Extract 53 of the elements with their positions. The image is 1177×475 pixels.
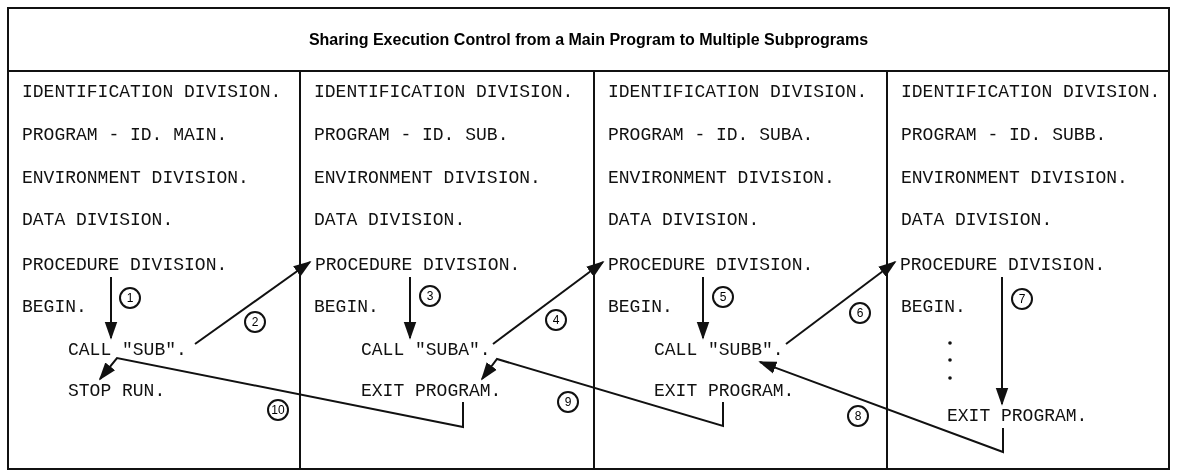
code-line: PROGRAM - ID. SUB.	[314, 125, 509, 145]
step-number: 4	[545, 309, 567, 331]
arrow	[758, 361, 1004, 454]
code-line: IDENTIFICATION DIVISION.	[608, 82, 868, 102]
title: Sharing Execution Control from a Main Program to Multiple Subprograms	[7, 7, 1170, 72]
arrow	[194, 260, 312, 345]
code-line: PROCEDURE DIVISION.	[22, 255, 228, 275]
arrow	[104, 276, 118, 340]
code-line: IDENTIFICATION DIVISION.	[22, 82, 282, 102]
arrow	[696, 276, 710, 340]
arrow	[492, 260, 605, 345]
code-line: DATA DIVISION.	[608, 210, 760, 230]
code-line: IDENTIFICATION DIVISION.	[901, 82, 1161, 102]
code-line: DATA DIVISION.	[314, 210, 466, 230]
arrow	[995, 276, 1009, 406]
arrow	[403, 276, 417, 340]
code-line: STOP RUN.	[68, 381, 166, 401]
code-line: PROGRAM - ID. SUBB.	[901, 125, 1107, 145]
step-number: 5	[712, 286, 734, 308]
step-number: 2	[244, 311, 266, 333]
code-line: ENVIRONMENT DIVISION.	[901, 168, 1128, 188]
arrow	[480, 357, 724, 428]
arrow	[98, 356, 464, 429]
code-line: CALL "SUBB".	[654, 340, 784, 360]
code-line: BEGIN.	[22, 297, 87, 317]
code-line: ENVIRONMENT DIVISION.	[314, 168, 541, 188]
code-line: BEGIN.	[901, 297, 966, 317]
code-line: EXIT PROGRAM.	[654, 381, 795, 401]
step-number: 10	[267, 399, 289, 421]
code-line: DATA DIVISION.	[901, 210, 1053, 230]
code-line: PROGRAM - ID. MAIN.	[22, 125, 228, 145]
code-line: IDENTIFICATION DIVISION.	[314, 82, 574, 102]
code-line: ENVIRONMENT DIVISION.	[22, 168, 249, 188]
code-line: PROGRAM - ID. SUBA.	[608, 125, 814, 145]
code-line: BEGIN.	[608, 297, 673, 317]
code-line: PROCEDURE DIVISION.	[315, 255, 521, 275]
code-line: CALL "SUB".	[68, 340, 187, 360]
code-line: PROCEDURE DIVISION.	[608, 255, 814, 275]
code-line: CALL "SUBA".	[361, 340, 491, 360]
step-number: 3	[419, 285, 441, 307]
code-line: BEGIN.	[314, 297, 379, 317]
code-line: EXIT PROGRAM.	[947, 406, 1088, 426]
code-line: DATA DIVISION.	[22, 210, 174, 230]
step-number: 8	[847, 405, 869, 427]
step-number: 6	[849, 302, 871, 324]
code-line: ENVIRONMENT DIVISION.	[608, 168, 835, 188]
step-number: 7	[1011, 288, 1033, 310]
step-number: 9	[557, 391, 579, 413]
arrow	[785, 260, 897, 345]
code-line: EXIT PROGRAM.	[361, 381, 502, 401]
code-line: PROCEDURE DIVISION.	[900, 255, 1106, 275]
step-number: 1	[119, 287, 141, 309]
program-column	[886, 70, 1170, 470]
